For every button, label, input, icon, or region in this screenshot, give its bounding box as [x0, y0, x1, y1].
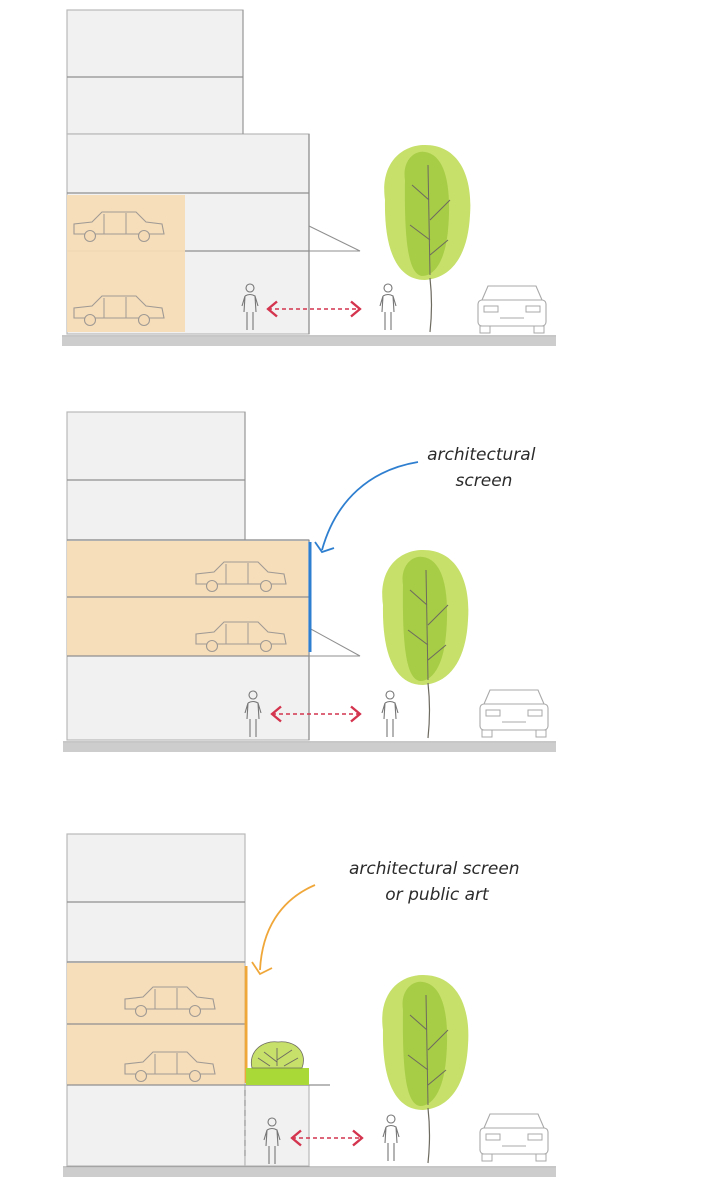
car-icon	[124, 1051, 216, 1083]
tree-icon	[382, 975, 469, 1164]
pedestrian-icon	[382, 1114, 400, 1161]
parking-structure	[67, 541, 308, 656]
annotation-arrow	[314, 461, 419, 554]
annotation-line: screen	[456, 471, 513, 491]
pedestrian-icon	[244, 690, 262, 737]
planter-icon	[246, 1041, 309, 1085]
annotation-label: architectural screen or public art	[349, 859, 525, 905]
annotation-arrow	[251, 884, 316, 976]
car-icon	[195, 621, 287, 653]
panel-3: architectural screen or public art	[63, 833, 556, 1177]
pedestrian-icon	[263, 1117, 281, 1164]
annotation-line: architectural	[427, 445, 536, 465]
pedestrian-icon	[381, 690, 399, 737]
tree-icon	[382, 550, 469, 739]
pedestrian-icon	[379, 283, 397, 330]
car-icon	[195, 561, 287, 593]
ground	[62, 337, 556, 346]
annotation-line: architectural screen	[349, 859, 520, 879]
front-car-icon	[479, 689, 549, 738]
pedestrian-icon	[241, 283, 259, 330]
panel-1	[62, 9, 556, 346]
front-car-icon	[479, 1113, 549, 1162]
tree-icon	[384, 145, 471, 333]
annotation-line: or public art	[385, 885, 490, 905]
car-icon	[73, 211, 165, 243]
ground	[63, 743, 556, 752]
car-icon	[124, 986, 216, 1018]
front-car-icon	[477, 285, 547, 334]
car-icon	[73, 295, 165, 327]
panel-2: architectural screen	[63, 411, 556, 752]
ground	[63, 1168, 556, 1177]
annotation-label: architectural screen	[427, 445, 541, 491]
